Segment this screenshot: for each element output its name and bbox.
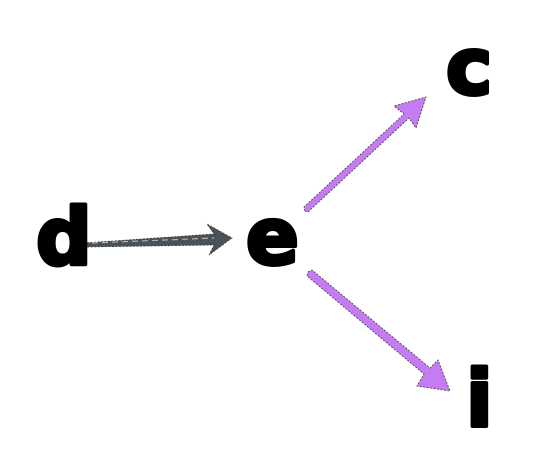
arrow-e-i-shape [306,269,451,392]
node-c: c [446,23,492,113]
node-i: i [466,355,493,445]
edge-e-to-c [303,96,427,213]
arrow-e-c-shape [303,96,427,213]
edge-e-to-i [306,269,451,392]
node-e: e [246,193,299,283]
edge-d-to-e [83,223,233,256]
arrow-d-e-shape [83,223,233,256]
node-d: d [36,193,92,283]
